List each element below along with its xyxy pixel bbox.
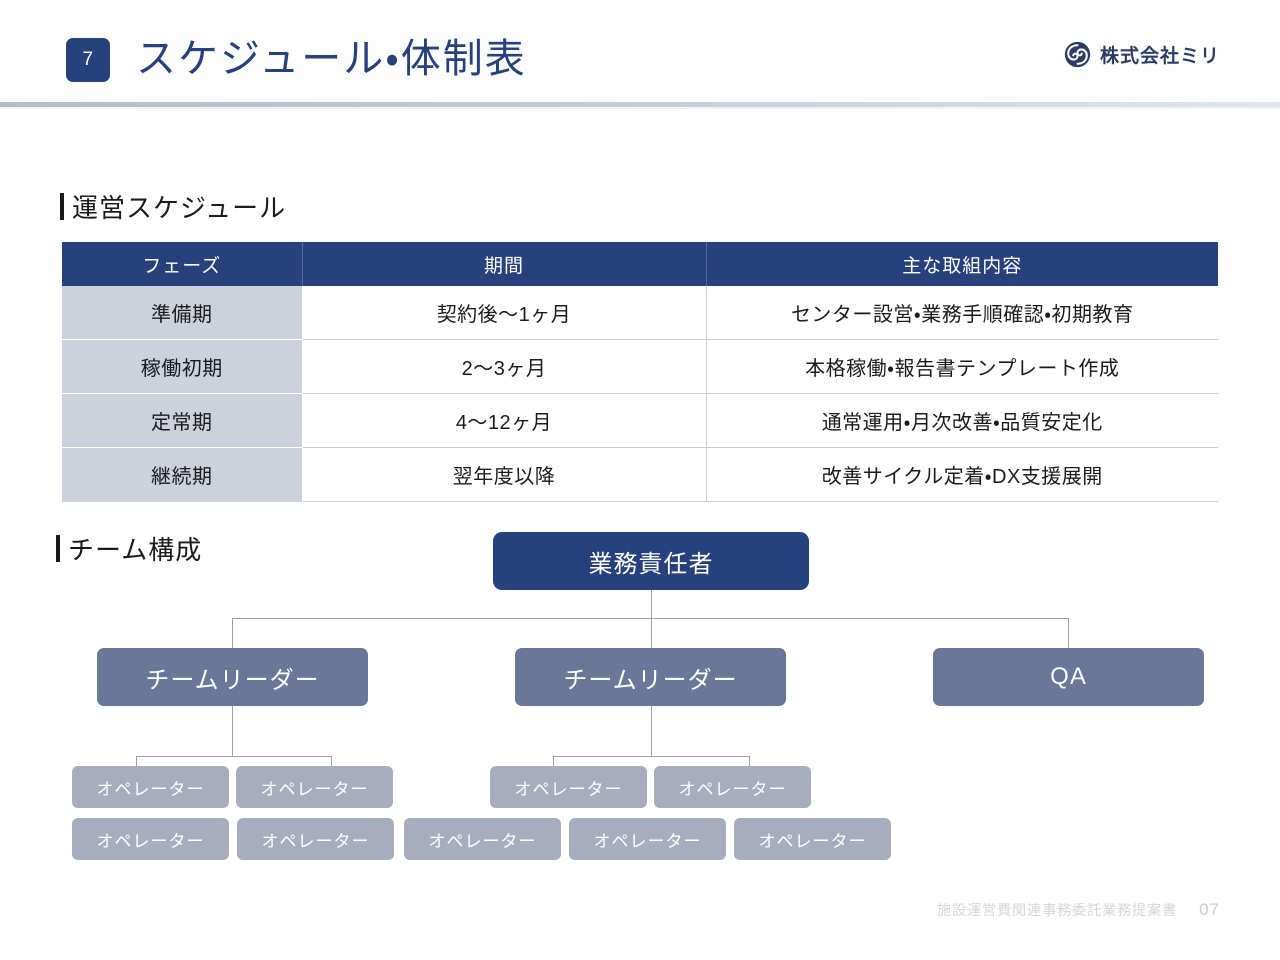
connector-root-vertical	[651, 590, 652, 618]
spiral-logo-icon	[1064, 41, 1091, 68]
cell-phase: 継続期	[62, 447, 303, 502]
connector-leader1-stem	[232, 706, 233, 756]
connector-leader2-drop	[651, 618, 652, 656]
table-row: 定常期 4〜12ヶ月 通常運用・月次改善・品質安定化	[62, 393, 1218, 448]
org-node-operator: オペレーター	[72, 766, 229, 808]
column-header-phase: フェーズ	[62, 242, 303, 286]
org-node-operator: オペレーター	[734, 818, 891, 860]
cell-period: 2〜3ヶ月	[302, 339, 707, 394]
cell-content: センター設営・業務手順確認・初期教育	[706, 286, 1218, 340]
org-node-root: 業務責任者	[493, 532, 809, 590]
section-heading-team: チーム構成	[56, 530, 202, 567]
heading-accent-bar	[60, 193, 64, 220]
org-node-leader-2: チームリーダー	[515, 648, 786, 706]
org-node-operator: オペレーター	[404, 818, 561, 860]
cell-content: 本格稼働・報告書テンプレート作成	[706, 339, 1218, 394]
section-heading-schedule-label: 運営スケジュール	[72, 193, 287, 223]
connector-leader2-bus	[553, 756, 749, 757]
connector-leader1-bus	[136, 756, 332, 757]
brand-logo: 株式会社ミリ	[1064, 41, 1220, 68]
org-node-operator: オペレーター	[654, 766, 811, 808]
column-header-period: 期間	[302, 242, 707, 286]
page-title: スケジュール・体制表	[136, 37, 527, 81]
connector-leader-bus	[232, 618, 1069, 619]
table-row: 準備期 契約後〜1ヶ月 センター設営・業務手順確認・初期教育	[62, 286, 1218, 340]
org-node-operator: オペレーター	[569, 818, 726, 860]
cell-content: 通常運用・月次改善・品質安定化	[706, 393, 1218, 448]
connector-leader3-drop	[1068, 618, 1069, 656]
cell-period: 契約後〜1ヶ月	[302, 286, 707, 340]
heading-accent-bar	[56, 535, 60, 562]
table-header-row: フェーズ 期間 主な取組内容	[62, 242, 1218, 286]
table-row: 継続期 翌年度以降 改善サイクル定着・DX支援展開	[62, 447, 1218, 502]
slide-header: 7 スケジュール・体制表 株式会社ミリ	[0, 0, 1280, 104]
header-divider-secondary	[0, 107, 1280, 109]
cell-period: 翌年度以降	[302, 447, 707, 502]
schedule-table: フェーズ 期間 主な取組内容 準備期 契約後〜1ヶ月 センター設営・業務手順確認…	[62, 242, 1218, 502]
cell-content: 改善サイクル定着・DX支援展開	[706, 447, 1218, 502]
footer-page-number: 07	[1199, 900, 1220, 919]
org-node-operator: オペレーター	[72, 818, 229, 860]
brand-name: 株式会社ミリ	[1099, 46, 1220, 67]
header-divider	[0, 102, 1280, 107]
table-row: 稼働初期 2〜3ヶ月 本格稼働・報告書テンプレート作成	[62, 339, 1218, 394]
page-number-badge: 7	[66, 38, 110, 82]
org-node-leader-1: チームリーダー	[97, 648, 368, 706]
org-node-operator: オペレーター	[490, 766, 647, 808]
org-node-leader-3: QA	[933, 648, 1204, 706]
cell-phase: 稼働初期	[62, 339, 303, 394]
connector-leader1-drop	[232, 618, 233, 656]
connector-leader2-stem	[651, 706, 652, 756]
column-header-content: 主な取組内容	[706, 242, 1218, 286]
footer-document-title: 施設運営費関連事務委託業務提案書	[937, 902, 1178, 918]
cell-phase: 準備期	[62, 286, 303, 340]
org-chart: 業務責任者 チームリーダー チームリーダー QA オペレーター オペレーター オ…	[0, 520, 1280, 890]
cell-phase: 定常期	[62, 393, 303, 448]
section-heading-team-label: チーム構成	[68, 535, 203, 565]
cell-period: 4〜12ヶ月	[302, 393, 707, 448]
org-node-operator: オペレーター	[237, 818, 394, 860]
org-node-operator: オペレーター	[236, 766, 393, 808]
section-heading-schedule: 運営スケジュール	[60, 188, 286, 225]
slide-footer: 施設運営費関連事務委託業務提案書 07	[937, 900, 1220, 920]
